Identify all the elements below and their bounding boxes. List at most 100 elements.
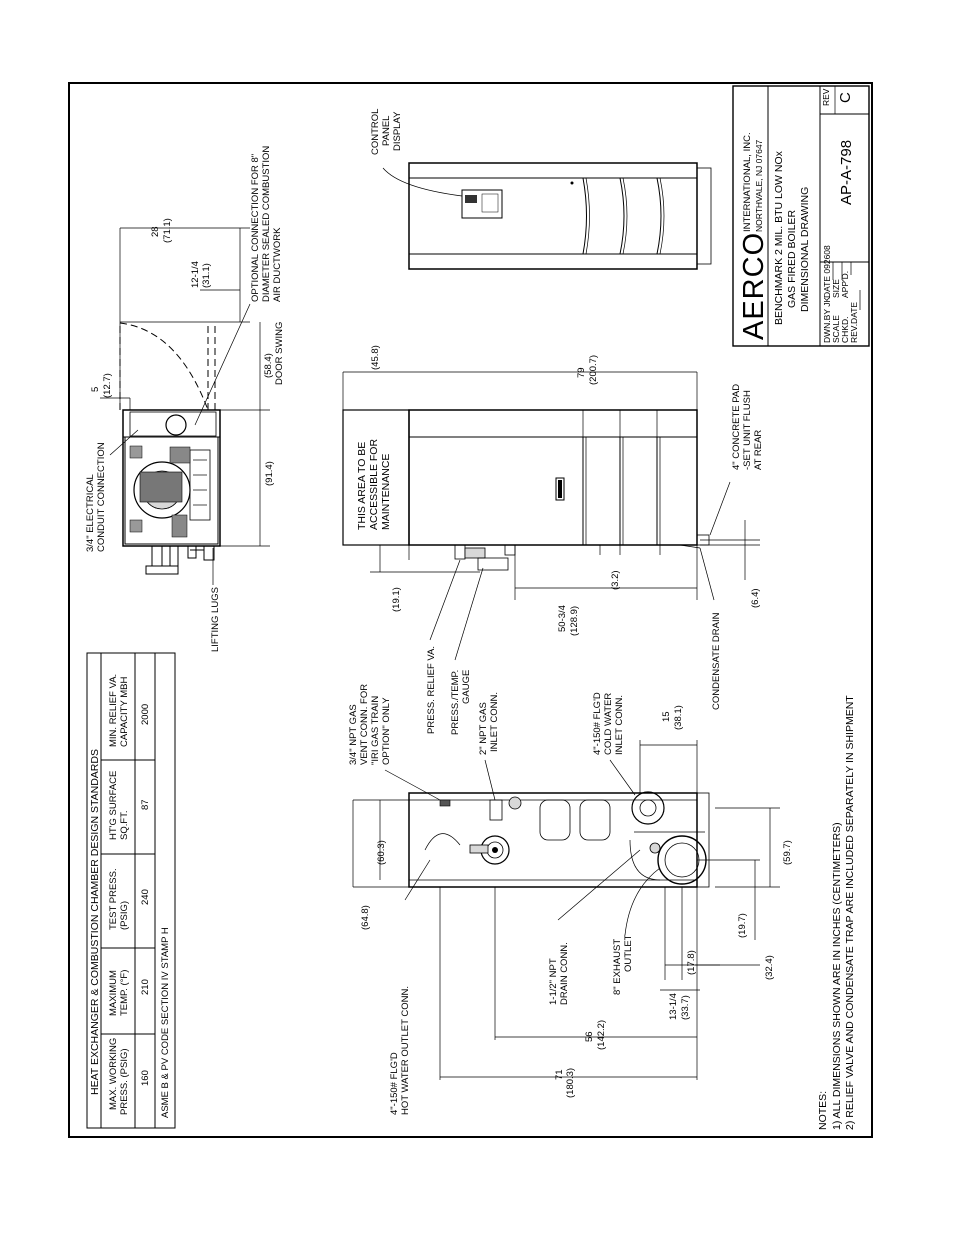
dim-59: (59.7)	[782, 840, 793, 865]
vent-conn-label: 3/4" NPT GAS	[348, 704, 359, 765]
dim-15: 15	[661, 711, 672, 722]
approved-label: APP'D.	[840, 271, 850, 298]
dim-6: (6.4)	[750, 588, 761, 608]
gas-inlet-label: INLET CONN.	[489, 692, 500, 752]
checked-label: CHKD.	[840, 317, 850, 343]
rev-value: C	[837, 92, 854, 103]
dim-91: (91.4)	[264, 461, 275, 486]
control-display	[461, 189, 503, 219]
lifting-lugs-label: LIFTING LUGS	[210, 587, 221, 652]
electrical-label: 3/4" ELECTRICAL	[85, 474, 96, 552]
front-view: (60.3) (64.8) (59.7) (19.7) (32.4) (17.8…	[348, 684, 793, 1115]
dim-64: (64.8)	[360, 905, 371, 930]
concrete-pad-label: AT REAR	[753, 430, 764, 470]
table-cell: 210	[140, 979, 151, 995]
door-handle	[555, 477, 565, 501]
table-footer: ASME B & PV CODE SECTION IV STAMP H	[160, 927, 171, 1118]
dim-28: 28	[150, 226, 161, 237]
dim-60: (60.3)	[376, 840, 387, 865]
gauge-label: GAUGE	[461, 670, 472, 704]
notes: NOTES: 1) ALL DIMENSIONS SHOWN ARE IN IN…	[817, 695, 856, 1130]
dim-71-cm: (180.3)	[565, 1068, 576, 1098]
optional-connection-label: AIR DUCTWORK	[272, 227, 283, 302]
hot-water-label: HOT WATER OUTLET CONN.	[400, 986, 411, 1115]
sheet-border	[68, 82, 873, 1138]
control-panel-label: PANEL	[381, 116, 392, 146]
electrical-label: CONDUIT CONNECTION	[96, 442, 107, 552]
table-cell: 240	[140, 889, 151, 905]
description-line-2: GAS FIRED BOILER	[786, 210, 798, 308]
optional-connection-label: OPTIONAL CONNECTION FOR 8"	[250, 154, 261, 302]
top-view: 28 (71.1) 12-1/4 (31.1) 5 (12.7) (91.4) …	[85, 146, 285, 652]
dim-19: (19.7)	[737, 913, 748, 938]
table-header: HT'G SURFACE	[108, 771, 119, 840]
table-header: TEMP. (°F)	[119, 970, 130, 1016]
title-block: AERCO INTERNATIONAL, INC. NORTHVALE, NJ …	[732, 85, 870, 347]
dim-13: 13-1/4	[668, 993, 679, 1020]
dim-50-cm: (128.9)	[569, 606, 580, 636]
notes-heading: NOTES:	[817, 1091, 829, 1130]
dim-12: 12-1/4	[190, 261, 201, 288]
company-address: NORTHVALE, NJ 07647	[754, 139, 764, 232]
dim-56-cm: (142.2)	[596, 1020, 607, 1050]
cold-water-label: INLET CONN.	[614, 695, 625, 755]
company-logo: AERCO	[738, 232, 770, 340]
date-label: DATE 092608	[822, 245, 832, 298]
description-line-1: BENCHMARK 2 MIL. BTU LOW NOx	[773, 150, 785, 325]
gauge-label: PRESS./TEMP.	[450, 670, 461, 735]
dim-32: (32.4)	[764, 955, 775, 980]
air-duct-port	[165, 414, 187, 436]
dim-19: (19.1)	[391, 587, 402, 612]
concrete-pad-label: -SET UNIT FLUSH	[742, 390, 753, 470]
dim-50: 50-3/4	[557, 605, 568, 632]
dim-79-cm: (200.7)	[588, 355, 599, 385]
table-cell: 160	[140, 1070, 151, 1086]
table-header: CAPACITY MBH	[119, 676, 130, 747]
rev-date-label: REV.DATE	[849, 302, 859, 343]
condensate-drain-label: CONDENSATE DRAIN	[711, 612, 722, 710]
dim-17: (17.8)	[686, 950, 697, 975]
scale-label: SCALE	[831, 315, 841, 343]
dim-12-cm: (31.1)	[201, 263, 212, 288]
access-area-label: THIS AREA TO BE	[356, 442, 368, 530]
access-area-label: ACCESSIBLE FOR	[368, 439, 380, 530]
drawn-by: DWN.BY JK	[822, 297, 832, 343]
dim-3: (3.2)	[610, 570, 621, 590]
table-header: MAX. WORKING	[108, 1038, 119, 1110]
vent-conn-label: VENT CONN. FOR	[359, 684, 370, 765]
drawing-number: AP-A-798	[838, 140, 855, 205]
control-panel-label: CONTROL	[370, 109, 381, 155]
table-header: SQ.FT.	[119, 810, 130, 840]
exhaust-label: 8" EXHAUST	[612, 939, 623, 995]
dim-13-cm: (33.7)	[680, 995, 691, 1020]
cold-water-label: 4"-150# FLG'D	[592, 692, 603, 755]
table-header: PRESS. (PSIG)	[119, 1048, 130, 1115]
cold-water-label: COLD WATER	[603, 693, 614, 755]
control-panel-view: CONTROL PANEL DISPLAY	[370, 109, 712, 270]
dim-79: 79	[576, 367, 587, 378]
access-area-label: MAINTENANCE	[380, 454, 392, 530]
exhaust-label: OUTLET	[623, 934, 634, 972]
dim-71: 71	[554, 1069, 565, 1080]
drain-conn-label: 1-1/2" NPT	[548, 958, 559, 1005]
dim-45: (45.8)	[370, 345, 381, 370]
description-line-3: DIMENSIONAL DRAWING	[799, 187, 811, 312]
dim-5: 5	[90, 387, 101, 392]
company-name: INTERNATIONAL, INC.	[742, 132, 753, 232]
size-label: SIZE	[831, 279, 841, 298]
rev-label: REV	[821, 88, 831, 106]
table-header: MAXIMUM	[108, 970, 119, 1016]
vent-conn-label: OPTION" ONLY	[381, 697, 392, 765]
table-cell: 2000	[140, 704, 151, 725]
table-header: TEST PRESS.	[108, 868, 119, 930]
table-cell: 87	[140, 799, 151, 810]
drain-conn-label: DRAIN CONN.	[559, 942, 570, 1005]
control-panel-label: DISPLAY	[392, 111, 403, 151]
dim-15-cm: (38.1)	[673, 705, 684, 730]
door-swing-dim: (58.4)	[263, 353, 274, 378]
note-1: 1) ALL DIMENSIONS SHOWN ARE IN INCHES (C…	[831, 822, 843, 1130]
design-standards-table: HEAT EXCHANGER & COMBUSTION CHAMBER DESI…	[86, 652, 176, 1129]
optional-connection-label: DIAMETER SEALED COMBUSTION	[261, 146, 272, 302]
concrete-pad-label: 4" CONCRETE PAD	[731, 384, 742, 470]
